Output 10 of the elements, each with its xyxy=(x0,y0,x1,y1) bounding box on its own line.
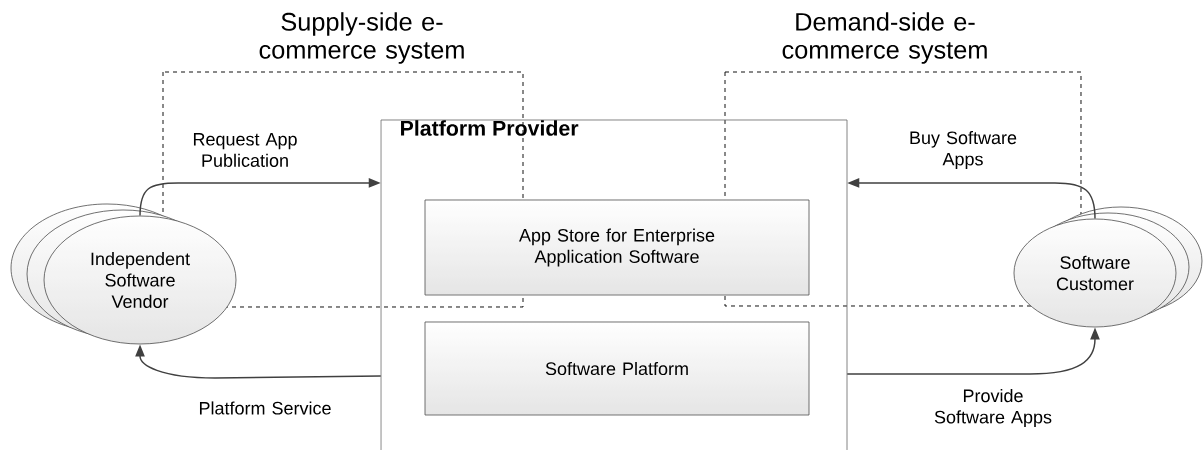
component-box: App Store for Enterprise Application Software xyxy=(424,199,810,296)
stacked-ellipses: Independent Software Vendor xyxy=(10,203,237,345)
edge-label: Platform Service xyxy=(200,401,331,415)
component-box: Software Platform xyxy=(424,321,810,416)
stacked-ellipses: Software Customer xyxy=(1013,206,1203,328)
region-title: Supply-side e-commerce system xyxy=(259,12,464,64)
edge-label: Provide Software Apps xyxy=(934,388,1052,428)
edge-label: Buy Software Apps xyxy=(910,130,1017,170)
region-title: Demand-side e-commerce system xyxy=(782,12,987,64)
edge-label: Request App Publication xyxy=(193,133,297,167)
